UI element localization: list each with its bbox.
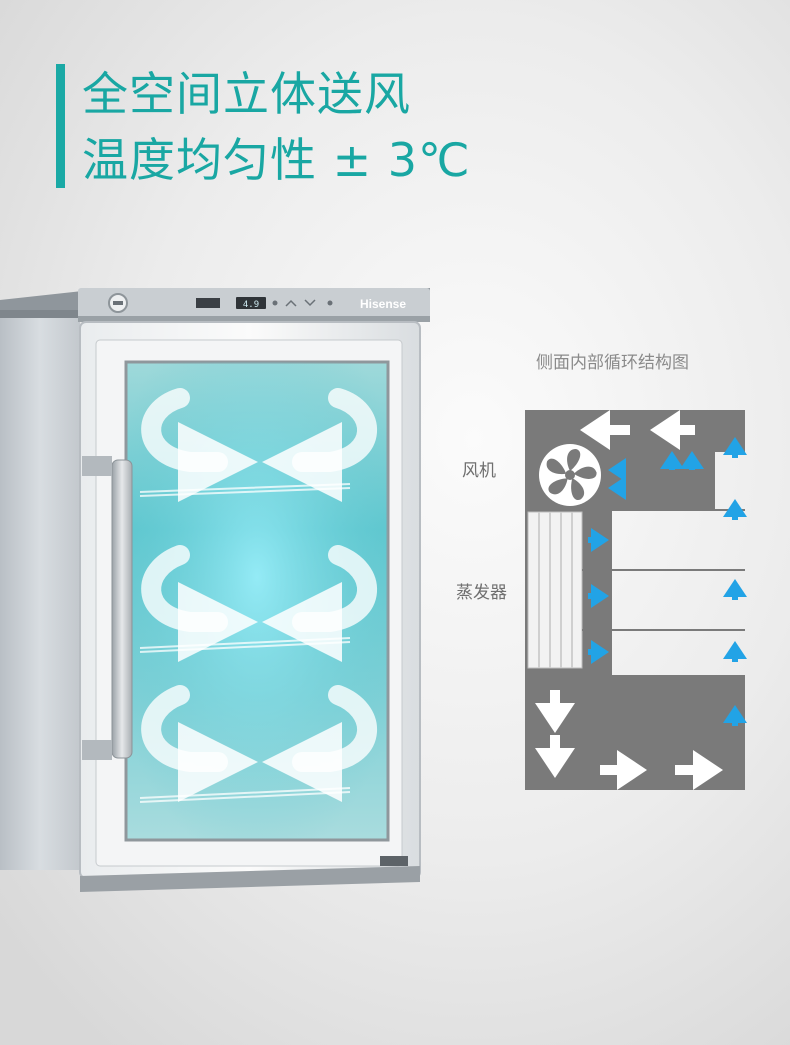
airflow-swirls xyxy=(141,388,377,802)
fridge-illustration: 4.9 Hisense xyxy=(0,288,430,892)
headline-line-2: 温度均匀性 ± 3℃ xyxy=(82,133,471,187)
evaporator xyxy=(527,511,583,669)
fan-label: 风机 xyxy=(462,461,496,481)
headline-line-1: 全空间立体送风 xyxy=(82,67,411,121)
cabinet-side xyxy=(0,310,80,870)
door-handle xyxy=(111,459,133,759)
airflow-arrow-icon xyxy=(588,437,747,726)
brand-logo: Hisense xyxy=(360,297,406,311)
fan-icon xyxy=(539,444,601,506)
diagram-shelves xyxy=(582,509,745,631)
display-temperature: 4.9 xyxy=(243,300,259,310)
circulation-diagram xyxy=(525,410,747,790)
duct-flow-arrows xyxy=(535,410,723,790)
accent-bar xyxy=(56,64,65,188)
diagram-title: 侧面内部循环结构图 xyxy=(536,353,689,373)
evaporator-label: 蒸发器 xyxy=(456,583,507,603)
